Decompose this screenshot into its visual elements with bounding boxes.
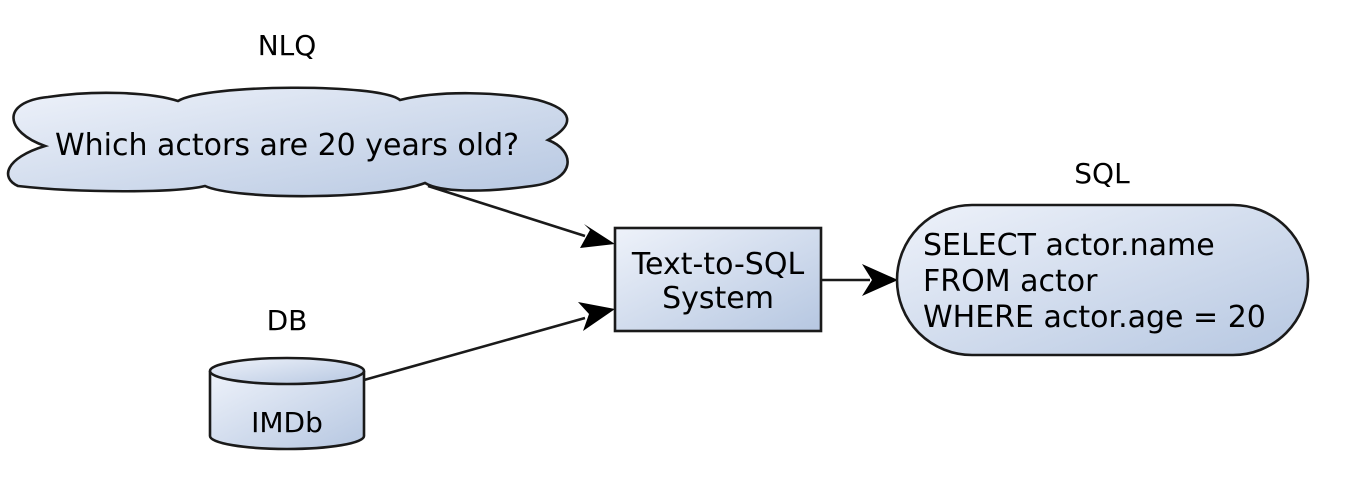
nlq-heading: NLQ [258,29,317,62]
db-to-system-arrow [363,316,586,382]
sql-line-select: SELECT actor.name [923,228,1215,263]
nlq-to-system-arrowhead [580,224,615,248]
db-heading: DB [267,304,308,337]
system-label-line2: System [662,281,774,316]
text-to-sql-system-box [613,226,823,333]
db-name: IMDb [251,406,323,439]
sql-line-from: FROM actor [923,264,1098,299]
db-cylinder [208,356,366,451]
sql-line-where: WHERE actor.age = 20 [923,300,1266,335]
system-to-sql-arrowhead [862,264,898,296]
db-to-system-arrowhead [578,302,615,331]
nlq-cloud-shape [6,86,569,198]
system-label-line1: Text-to-SQL [631,247,805,282]
sql-output-shape [895,203,1310,357]
nlq-question: Which actors are 20 years old? [55,128,519,163]
nlq-to-system-arrow [427,184,586,238]
sql-heading: SQL [1074,157,1130,190]
